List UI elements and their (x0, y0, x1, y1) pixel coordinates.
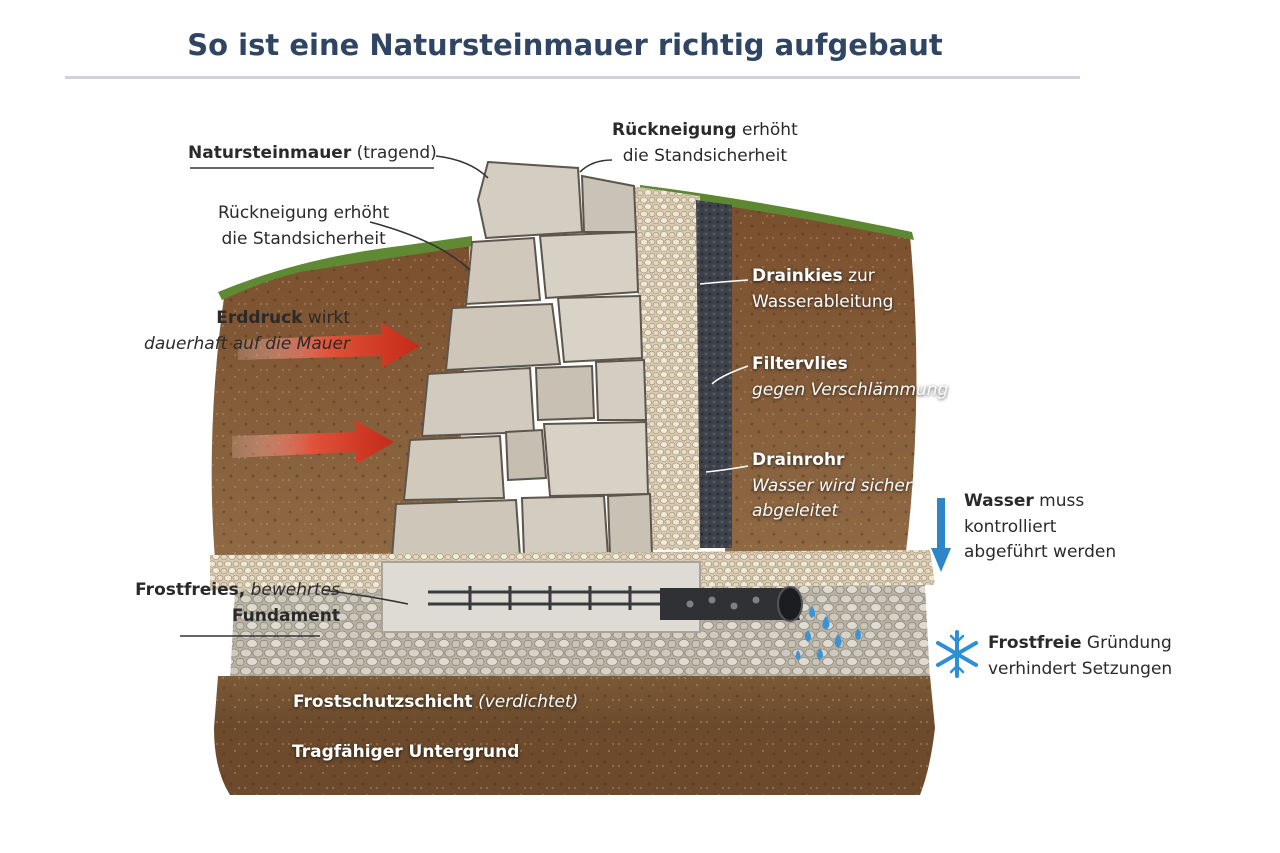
label-subsoil: Tragfähiger Untergrund (292, 740, 519, 766)
label-filter-fleece-line2: gegen Verschlämmung (752, 379, 949, 400)
label-backtilt-left: Rückneigung erhöht die Standsicherheit (218, 201, 389, 252)
label-water: Wasser muss kontrolliert abgeführt werde… (964, 489, 1116, 566)
leader-lines-light (699, 279, 749, 473)
label-drain-gravel: Drainkies zur Wasserableitung (752, 264, 893, 315)
water-drops (795, 606, 861, 660)
label-backtilt-top-bold: Rückneigung (612, 120, 737, 140)
label-foundation-bold: Frostfreies, (135, 580, 246, 600)
label-frost-free-bold: Frostfreie (988, 633, 1082, 653)
label-drain-gravel-line2: Wasserableitung (752, 291, 894, 312)
page-title: So ist eine Natursteinmauer richtig aufg… (187, 28, 943, 62)
drain-gravel (632, 186, 700, 550)
label-drain-gravel-bold: Drainkies (752, 266, 843, 286)
label-water-bold: Wasser (964, 491, 1034, 511)
label-drain-pipe-line3: abgeleitet (752, 501, 839, 521)
label-foundation-rest: bewehrtes (245, 580, 340, 600)
label-backtilt-top: Rückneigung erhöht die Standsicherheit (612, 118, 798, 169)
snowflake-icon (936, 630, 978, 678)
drain-pipe (660, 586, 803, 622)
arrow-down-icon (931, 498, 951, 572)
label-backtilt-left-line1: Rückneigung erhöht (218, 203, 390, 223)
label-frost-layer: Frostschutzschicht (verdichtet) (293, 690, 578, 716)
label-frost-free-rest: Gründung (1081, 633, 1172, 653)
label-water-line2: kontrolliert (964, 516, 1057, 537)
label-earth-pressure-rest: wirkt (302, 308, 350, 328)
label-frost-layer-bold: Frostschutzschicht (293, 692, 473, 712)
filter-fleece (696, 200, 732, 548)
label-subsoil-bold: Tragfähiger Untergrund (292, 742, 520, 762)
label-backtilt-top-rest: erhöht (736, 120, 798, 140)
label-earth-pressure-bold: Erddruck (216, 308, 303, 328)
rebar (428, 586, 680, 610)
label-wall-bold: Natursteinmauer (188, 143, 352, 163)
label-water-rest: muss (1033, 491, 1085, 511)
grass-right (640, 185, 914, 240)
label-foundation: Frostfreies, bewehrtes Fundament (135, 578, 340, 629)
label-wall: Natursteinmauer (tragend) (188, 141, 437, 167)
label-frost-layer-rest: (verdichtet) (472, 692, 579, 712)
label-filter-fleece: Filtervlies gegen Verschlämmung (752, 352, 948, 403)
leader-lines (180, 155, 613, 637)
label-drain-pipe-bold: Drainrohr (752, 450, 845, 470)
label-filter-fleece-bold: Filtervlies (752, 354, 848, 374)
stone-wall (390, 160, 654, 560)
label-water-line3: abgeführt werden (964, 542, 1117, 562)
label-frost-free-line2: verhindert Setzungen (988, 658, 1173, 679)
label-wall-rest: (tragend) (351, 143, 437, 163)
pressure-arrow-icon (232, 322, 420, 464)
grass-left (218, 236, 472, 300)
label-backtilt-left-line2: die Standsicherheit (221, 228, 386, 249)
label-drain-pipe-line2: Wasser wird sicher (752, 475, 912, 496)
label-earth-pressure-line2: dauerhaft auf die Mauer (144, 333, 350, 354)
label-foundation-line2: Fundament (231, 605, 340, 626)
label-drain-pipe: Drainrohr Wasser wird sicher abgeleitet (752, 448, 912, 525)
label-earth-pressure: Erddruck wirkt dauerhaft auf die Mauer (144, 306, 350, 357)
title-divider (65, 76, 1080, 79)
label-frost-free: Frostfreie Gründung verhindert Setzungen (988, 631, 1172, 682)
foundation-slab (381, 561, 701, 633)
label-backtilt-top-line2: die Standsicherheit (622, 145, 788, 166)
label-drain-gravel-rest: zur (842, 266, 875, 286)
